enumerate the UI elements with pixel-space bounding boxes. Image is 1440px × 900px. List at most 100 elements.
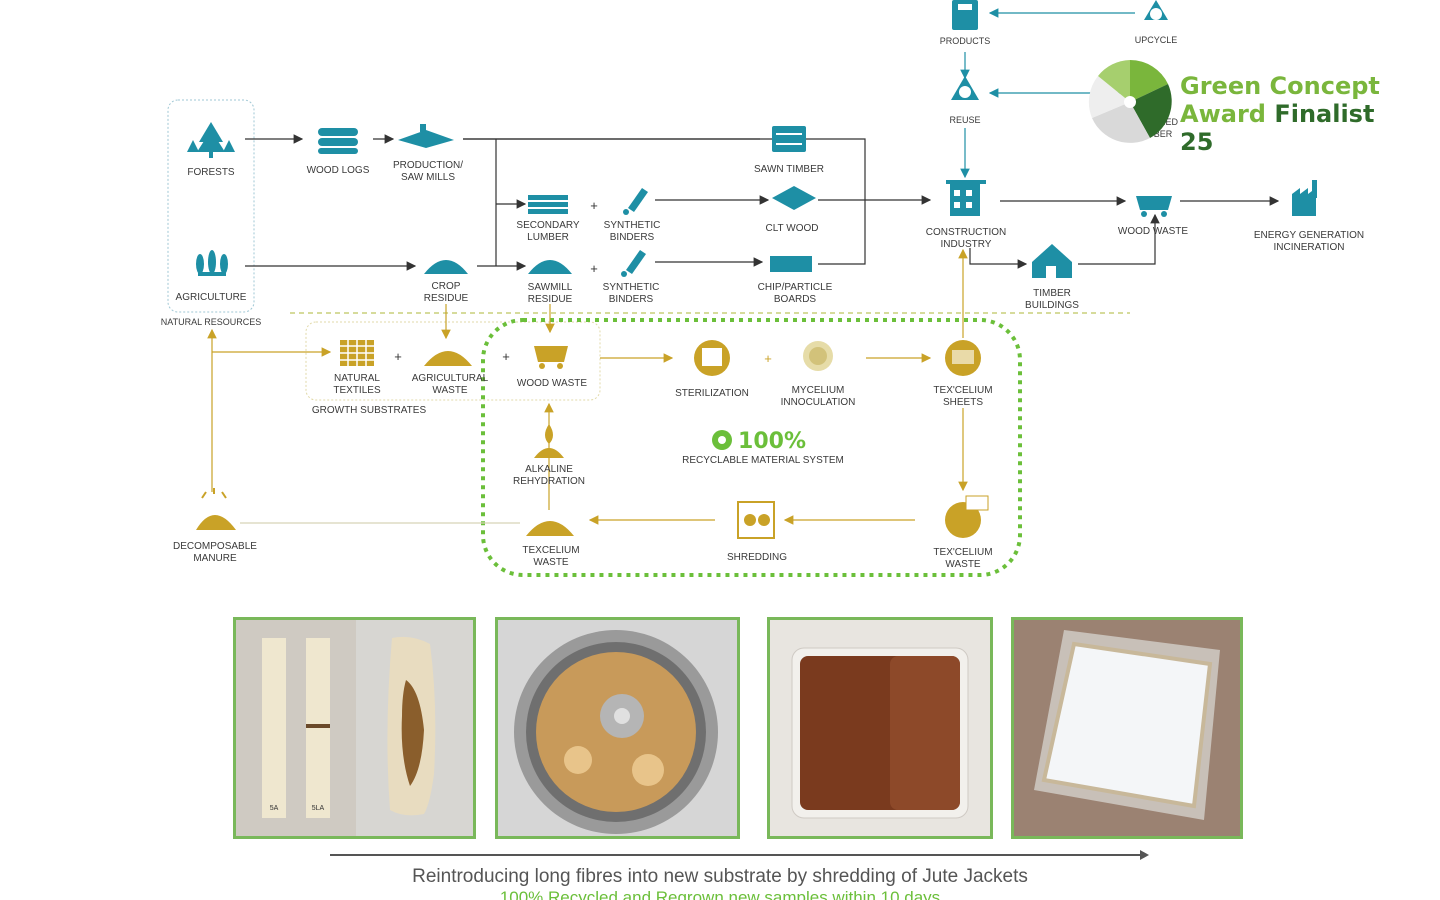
label-sawmill-1: SAWMILL [528, 282, 573, 293]
recycle-icon [712, 430, 732, 450]
upcycle-icon [1144, 0, 1168, 20]
label-reuse: REUSE [949, 115, 980, 125]
mycelium-icon [803, 341, 833, 371]
label-synthetic-1b: BINDERS [610, 232, 655, 243]
factory-icon [1292, 180, 1317, 216]
label-agri-waste-2: WASTE [432, 385, 468, 396]
svg-text:+: + [502, 349, 510, 364]
sawmill-icon [398, 124, 454, 148]
wood-waste-loop-icon [534, 346, 568, 369]
sterilization-icon [694, 340, 730, 376]
alkaline-icon [534, 424, 564, 458]
secondary-lumber-icon [528, 195, 568, 214]
timber-building-icon [1032, 244, 1072, 278]
shredding-icon [737, 501, 775, 539]
sawmill-residue-icon [528, 260, 572, 274]
label-timber-1: TIMBER [1033, 288, 1071, 299]
natural-textiles-icon [340, 340, 374, 366]
label-natural-resources: NATURAL RESOURCES [161, 317, 262, 327]
label-wood-waste-loop: WOOD WASTE [517, 378, 588, 389]
texcelium-waste-icon [526, 521, 574, 536]
label-sheets-1: TEX'CELIUM [933, 385, 992, 396]
synthetic-binders-icon-2 [621, 250, 646, 277]
photo-shredder [495, 617, 740, 839]
label-crop-2: RESIDUE [424, 293, 469, 304]
tag-5a: 5A [270, 805, 279, 812]
texcelium-waste-right-icon [945, 495, 989, 538]
construction-icon [946, 180, 986, 216]
label-reclaimed-2: BER [1154, 129, 1173, 139]
manure-icon [196, 488, 236, 530]
label-crop-1: CROP [432, 281, 461, 292]
label-production-2: SAW MILLS [401, 172, 455, 183]
caption-line-1: Reintroducing long fibres into new subst… [412, 866, 1028, 887]
label-texcelium-waste-r2: WASTE [945, 559, 981, 570]
photo-jute-jackets: 5A 5LA [233, 617, 476, 839]
label-products: PRODUCTS [940, 36, 991, 46]
label-chip-2: BOARDS [774, 294, 817, 305]
label-mycelium-1: MYCELIUM [792, 385, 845, 396]
label-secondary-1: SECONDARY [516, 220, 579, 231]
label-energy-2: INCINERATION [1274, 242, 1345, 253]
growth-substrates-box [305, 321, 601, 401]
clt-wood-icon [772, 186, 816, 210]
texcelium-sheets-icon [945, 340, 981, 376]
label-alkaline-1: ALKALINE [525, 464, 573, 475]
label-manure-2: MANURE [193, 553, 237, 564]
photo-regrown [1011, 617, 1243, 839]
label-energy-1: ENERGY GENERATION [1254, 230, 1364, 241]
label-wood-logs: WOOD LOGS [307, 165, 370, 176]
label-construction-2: INDUSTRY [941, 239, 992, 250]
label-synthetic-2a: SYNTHETIC [603, 282, 660, 293]
agriculture-icon [196, 250, 228, 276]
label-alkaline-2: REHYDRATION [513, 476, 585, 487]
award-logo-icon [1088, 59, 1172, 143]
label-upcycle: UPCYCLE [1135, 35, 1178, 45]
label-construction-1: CONSTRUCTION [926, 227, 1007, 238]
svg-text:+: + [590, 198, 598, 213]
label-texcelium-waste-r1: TEX'CELIUM [933, 547, 992, 558]
label-synthetic-1a: SYNTHETIC [604, 220, 661, 231]
chip-board-icon [770, 256, 812, 272]
label-natural-textiles-2: TEXTILES [333, 385, 381, 396]
photo-substrate [767, 617, 993, 839]
label-shredding: SHREDDING [727, 552, 787, 563]
recycling-loop-border [481, 318, 1022, 577]
svg-text:+: + [764, 351, 772, 366]
sawn-timber-icon [772, 126, 806, 152]
label-agriculture: AGRICULTURE [176, 292, 247, 303]
label-growth-substrates: GROWTH SUBSTRATES [312, 405, 427, 416]
label-chip-1: CHIP/PARTICLE [758, 282, 833, 293]
label-agri-waste-1: AGRICULTURAL [412, 373, 489, 384]
wood-logs-icon [318, 128, 358, 154]
label-reclaimed-1: MED [1158, 117, 1179, 127]
label-natural-textiles-1: NATURAL [334, 373, 380, 384]
label-sawn-timber: SAWN TIMBER [754, 164, 824, 175]
svg-text:+: + [590, 261, 598, 276]
label-sterilization: STERILIZATION [675, 388, 749, 399]
label-manure-1: DECOMPOSABLE [173, 541, 257, 552]
award-line-1: Green Concept [1180, 72, 1380, 100]
wood-waste-cart-icon [1136, 196, 1172, 217]
agricultural-waste-icon [424, 351, 472, 366]
label-texcelium-waste-2: WASTE [533, 557, 569, 568]
percent-label: 100% [738, 429, 806, 454]
svg-text:+: + [394, 349, 402, 364]
label-timber-2: BUILDINGS [1025, 300, 1079, 311]
award-line-2a: Award [1180, 100, 1266, 128]
progress-arrow-line [330, 854, 1145, 856]
label-clt-wood: CLT WOOD [766, 223, 819, 234]
label-production-1: PRODUCTION/ [393, 160, 463, 171]
forest-icon [187, 122, 235, 158]
label-sawmill-2: RESIDUE [528, 294, 573, 305]
label-synthetic-2b: BINDERS [609, 294, 654, 305]
award-line-2b: Finalist 25 [1180, 100, 1375, 156]
label-secondary-2: LUMBER [527, 232, 569, 243]
reuse-icon [951, 76, 979, 100]
label-sheets-2: SHEETS [943, 397, 983, 408]
label-forests: FORESTS [187, 167, 235, 178]
progress-arrow-head [1140, 850, 1149, 860]
award-badge: Green Concept Award Finalist 25 [1088, 59, 1388, 156]
label-texcelium-waste-1: TEXCELIUM [522, 545, 579, 556]
label-mycelium-2: INNOCULATION [781, 397, 856, 408]
